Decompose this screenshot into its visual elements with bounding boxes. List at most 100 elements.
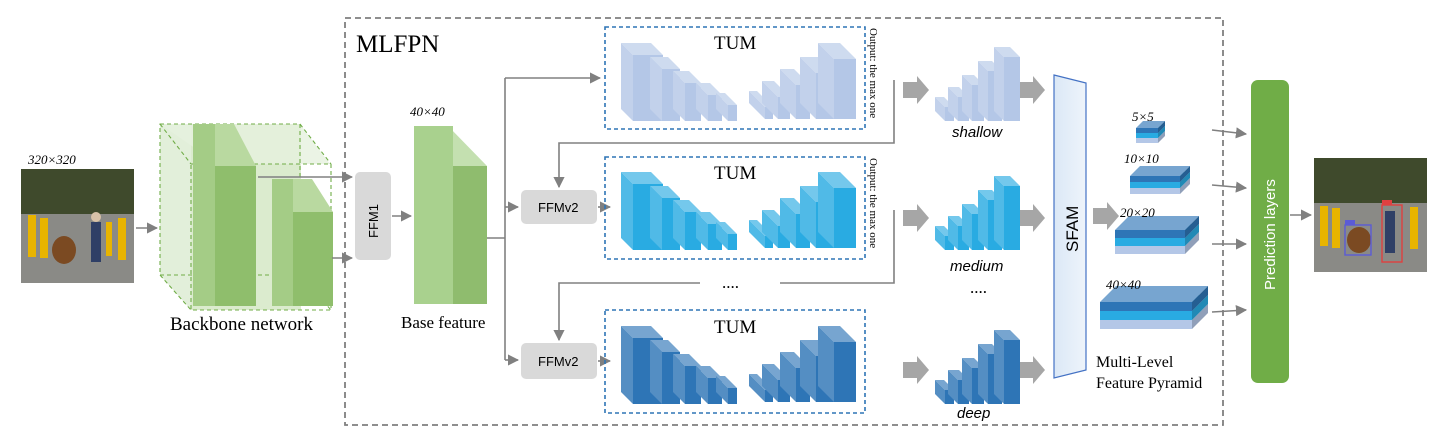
tum-encoder-block-side [621, 43, 633, 121]
pyramid-to-prediction-arrows [1211, 127, 1248, 317]
pyramid-size-10: 10×10 [1124, 151, 1159, 166]
level-label-shallow: shallow [952, 124, 1003, 141]
pyramid-label-line1: Multi-Level [1096, 354, 1174, 371]
tum-encoder-block-side [716, 222, 728, 250]
input-size-label: 320×320 [27, 152, 76, 167]
tum-decoder-block-top [818, 172, 856, 188]
tum-encoder-block-top [716, 93, 737, 105]
level-block-side [978, 190, 988, 250]
tum-decoder-block-top [818, 43, 856, 59]
tum-encoder-block-top [696, 212, 722, 224]
level-block-side [962, 204, 972, 250]
tum-encoder-block-side [673, 71, 685, 121]
pyramid-layer-front [1136, 133, 1158, 138]
level-block-top [994, 47, 1020, 57]
tum-decoder-block-side [780, 69, 796, 119]
base-feature-block [414, 126, 487, 304]
level-label-deep: deep [957, 405, 990, 422]
pyramid-layer-front [1130, 176, 1180, 182]
pyramid-layer-front [1130, 188, 1180, 194]
level-block-side [935, 97, 945, 121]
mlfpn-frame [344, 17, 1224, 426]
prediction-layers-label: Prediction layers [1262, 179, 1279, 290]
ffm1-label: FFM1 [366, 204, 381, 238]
backbone-network [159, 123, 333, 311]
tum-encoder-block-front [728, 105, 737, 121]
level-block-side [962, 358, 972, 404]
tum-2-blocks [621, 172, 856, 250]
level-ellipsis: .... [970, 278, 987, 297]
tum-decoder-block-front [834, 188, 856, 248]
ffmv2-label-1: FFMv2 [538, 200, 578, 215]
tum-encoder-block-side [621, 326, 633, 404]
medium-level-blocks [935, 176, 1020, 250]
pyramid-layer-front [1115, 238, 1185, 246]
tum-encoder-block-top [650, 340, 680, 352]
tum-decoder-block-front [834, 59, 856, 119]
input-image [21, 169, 134, 283]
tum-decoder-block-side [800, 57, 816, 119]
level-block-side [994, 47, 1004, 121]
tum-encoder-block-side [650, 57, 662, 121]
deep-level-blocks [935, 330, 1020, 404]
tum-encoder-block-top [621, 43, 663, 55]
prediction-layers-block [1251, 80, 1289, 383]
pyramid-layer-top [1115, 216, 1199, 230]
base-feature-label: Base feature [401, 313, 485, 332]
tum-encoder-block-side [696, 83, 708, 121]
level-block-top [994, 176, 1020, 186]
level-block-side [948, 87, 958, 121]
pyramid-layer-side [1180, 166, 1190, 182]
backbone-label: Backbone network [170, 314, 313, 335]
tum-encoder-block-top [621, 172, 663, 184]
level-block-side [978, 61, 988, 121]
pyramid-layer-front [1130, 182, 1180, 188]
level-block-side [948, 370, 958, 404]
tum-encoder-block-top [716, 376, 737, 388]
tum-decoder-block-side [749, 220, 765, 248]
level-label-medium: medium [950, 258, 1003, 275]
tum-decoder-block-side [780, 198, 796, 248]
pyramid-layer-front [1100, 311, 1192, 320]
pyramid-layer-top [1136, 121, 1165, 128]
tum-label-3: TUM [714, 317, 756, 338]
mlfpn-title: MLFPN [356, 31, 439, 58]
feature-pyramid [1100, 121, 1208, 329]
tum-encoder-block-top [716, 222, 737, 234]
pyramid-layer-side [1192, 295, 1208, 320]
level-block-side [994, 330, 1004, 404]
tum-output-note-2: Output: the max one [867, 158, 879, 248]
pyramid-layer-side [1185, 224, 1199, 246]
tum-3-blocks [621, 326, 856, 404]
tum-encoder-block-side [673, 354, 685, 404]
shallow-level-blocks [935, 47, 1020, 121]
pyramid-size-20: 20×20 [1120, 205, 1155, 220]
tum-decoder-block-side [818, 326, 834, 402]
output-image [1314, 158, 1427, 272]
tum-decoder-block-top [818, 326, 856, 342]
level-block-front [1004, 340, 1020, 404]
tum-encoder-block-front [728, 234, 737, 250]
tum-decoder-block-side [780, 352, 796, 402]
tum-decoder-block-side [818, 43, 834, 119]
tum-encoder-block-side [650, 186, 662, 250]
pyramid-layer-front [1136, 128, 1158, 133]
ffmv2-box-1 [521, 190, 597, 224]
level-block-front [1004, 186, 1020, 250]
pyramid-layer-side [1158, 121, 1165, 133]
level-block-front [1004, 57, 1020, 121]
pyramid-layer-front [1115, 230, 1185, 238]
pyramid-size-40: 40×40 [1106, 277, 1141, 292]
pyramid-layer-side [1158, 126, 1165, 138]
sfam-block [1053, 74, 1087, 379]
tum-decoder-block-front [834, 342, 856, 402]
ellipsis-mask [700, 274, 780, 290]
tum-encoder-block-side [621, 172, 633, 250]
tum-encoder-block-top [650, 186, 680, 198]
middle-ellipsis: .... [722, 273, 739, 292]
tum-box-1 [604, 26, 866, 130]
tum-decoder-block-side [762, 210, 778, 248]
tum-decoder-block-side [818, 172, 834, 248]
level-block-side [978, 344, 988, 404]
tum-encoder-block-top [650, 57, 680, 69]
